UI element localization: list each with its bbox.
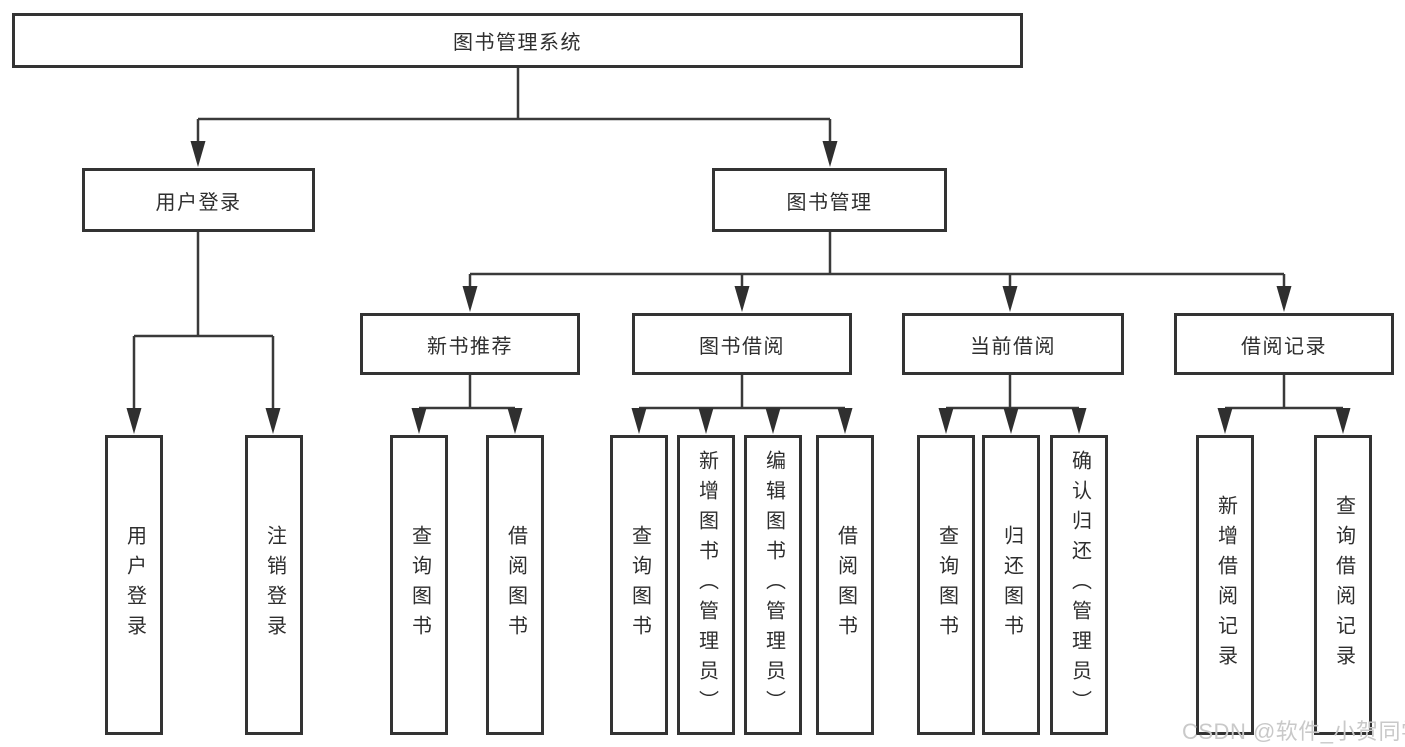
leaf-query-books-3: 查询图书 (917, 435, 975, 735)
node-book-management: 图书管理 (712, 168, 947, 232)
node-new-book-recommend: 新书推荐 (360, 313, 580, 375)
leaf-borrow-books-1: 借阅图书 (486, 435, 544, 735)
leaf-label: 查询图书 (628, 525, 651, 645)
leaf-query-books-2: 查询图书 (610, 435, 668, 735)
node-library-management-system: 图书管理系统 (12, 13, 1023, 68)
leaf-query-books-1: 查询图书 (390, 435, 448, 735)
node-user-login: 用户登录 (82, 168, 315, 232)
leaf-label: 查询图书 (935, 525, 958, 645)
leaf-confirm-return-admin: 确认归还（管理员） (1050, 435, 1108, 735)
leaf-return-books: 归还图书 (982, 435, 1040, 735)
leaf-label: 确认归还（管理员） (1068, 450, 1091, 720)
leaf-label: 编辑图书（管理员） (762, 450, 785, 720)
leaf-edit-books-admin: 编辑图书（管理员） (744, 435, 802, 735)
leaf-label: 归还图书 (1000, 525, 1023, 645)
leaf-label: 用户登录 (123, 525, 146, 645)
leaf-label: 查询图书 (408, 525, 431, 645)
leaf-label: 新增借阅记录 (1214, 495, 1237, 675)
leaf-label: 借阅图书 (504, 525, 527, 645)
leaf-add-books-admin: 新增图书（管理员） (677, 435, 735, 735)
watermark: CSDN @软件_小贺同学 (1182, 719, 1405, 744)
leaf-label: 查询借阅记录 (1332, 495, 1355, 675)
leaf-label: 注销登录 (263, 525, 286, 645)
node-book-borrowing: 图书借阅 (632, 313, 852, 375)
leaf-label: 新增图书（管理员） (695, 450, 718, 720)
node-borrowing-records: 借阅记录 (1174, 313, 1394, 375)
leaf-user-login: 用户登录 (105, 435, 163, 735)
node-current-borrowing: 当前借阅 (902, 313, 1124, 375)
leaf-query-borrow-record: 查询借阅记录 (1314, 435, 1372, 735)
leaf-add-borrow-record: 新增借阅记录 (1196, 435, 1254, 735)
leaf-logout: 注销登录 (245, 435, 303, 735)
leaf-borrow-books-2: 借阅图书 (816, 435, 874, 735)
leaf-label: 借阅图书 (834, 525, 857, 645)
